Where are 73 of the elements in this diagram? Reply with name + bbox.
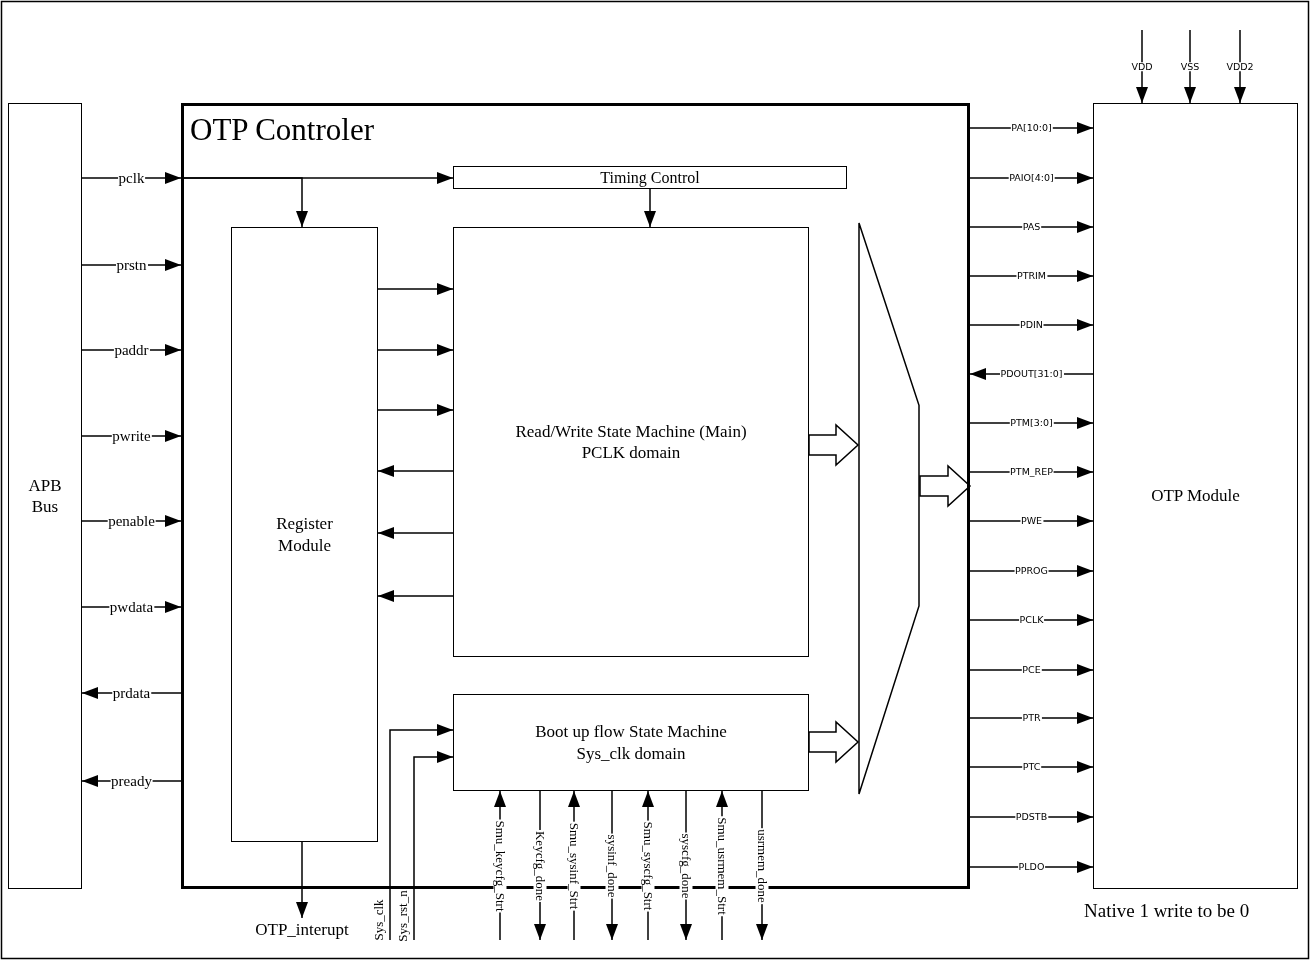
signal-arrow [969,515,1094,527]
signal-arrow [1234,29,1246,104]
signal-arrow [377,344,454,356]
signal-arrow [1136,29,1148,104]
signal-label: PWE [1019,516,1044,526]
signal-label: Smu_keycfg_Strt [493,819,507,912]
block-box [231,227,378,842]
signal-arrow [969,221,1094,233]
signal-arrow [296,841,308,919]
signal-arrow [969,664,1094,676]
signal-label: pwrite [111,428,152,444]
signal-arrow [969,761,1094,773]
signal-label: penable [107,513,156,529]
signal-label: Sys_rst_n [395,889,409,943]
signal-label: PDIN [1019,320,1044,330]
signal-label: PLDO [1017,862,1046,872]
signal-arrow [1184,29,1196,104]
block-label: Read/Write State Machine (Main) PCLK domain [514,420,748,464]
signal-label: sysinf_done [605,833,619,898]
block-label: Timing Control [600,167,700,188]
signal-arrow [377,404,454,416]
signal-label: PTM[3:0] [1009,418,1054,428]
signal-label: Smu_syscfg_Strt [641,820,655,911]
signal-label: PA[10:0] [1010,123,1053,133]
signal-arrow [969,712,1094,724]
signal-label: pclk [117,170,146,186]
signal-label: syscfg_done [679,832,693,899]
signal-arrow [377,465,454,477]
signal-label: PAS [1021,222,1042,232]
signal-arrow [969,270,1094,282]
signal-label: OTP_interupt [240,918,364,942]
signal-arrow [389,724,454,941]
block-arrow [808,423,860,467]
signal-label: usrmem_done [755,827,769,904]
signal-label: PDOUT[31:0] [999,369,1064,379]
signal-arrow [969,319,1094,331]
block-box [8,103,82,889]
signal-label: PTM_REP [1009,467,1054,477]
signal-arrow [644,188,656,228]
signal-label: pwdata [108,599,155,615]
signal-label: PCLK [1018,615,1045,625]
block-label: APB Bus [27,474,63,518]
block-box [453,694,809,791]
block-label: OTP Module [1151,485,1240,507]
block-label: Register Module [275,513,334,556]
signal-label: PCE [1021,665,1042,675]
note-text: Native 1 write to be 0 [1084,900,1250,922]
signal-label: Smu_usrmem_Strt [715,815,729,916]
block-box [453,166,847,189]
block-box [453,227,809,657]
signal-label: prdata [111,685,152,701]
block-arrow [919,464,972,508]
signal-label: PTR [1021,713,1042,723]
signal-label: PDSTB [1014,812,1049,822]
signal-label: PPROG [1014,566,1049,576]
signal-label: pready [110,773,153,789]
signal-label: VDD [1130,61,1154,72]
signal-label: paddr [113,342,150,358]
signal-label: Sys_clk [371,898,385,942]
signal-arrow [377,590,454,602]
signal-label: VSS [1179,61,1201,72]
block-title: OTP Controler [190,114,374,145]
signal-label: PAIO[4:0] [1008,173,1055,183]
signal-label: Smu_sysinf_Strt [567,821,581,910]
signal-label: PTRIM [1015,271,1048,281]
signal-arrow [377,527,454,539]
signal-label: VDD2 [1225,61,1255,72]
signal-arrow [413,751,454,941]
signal-label: PTC [1021,762,1042,772]
block-label: Boot up flow State Machine Sys_clk domain [534,721,728,764]
signal-label: Keycfg_done [533,829,547,902]
signal-arrow [377,283,454,295]
block-arrow [808,720,860,764]
